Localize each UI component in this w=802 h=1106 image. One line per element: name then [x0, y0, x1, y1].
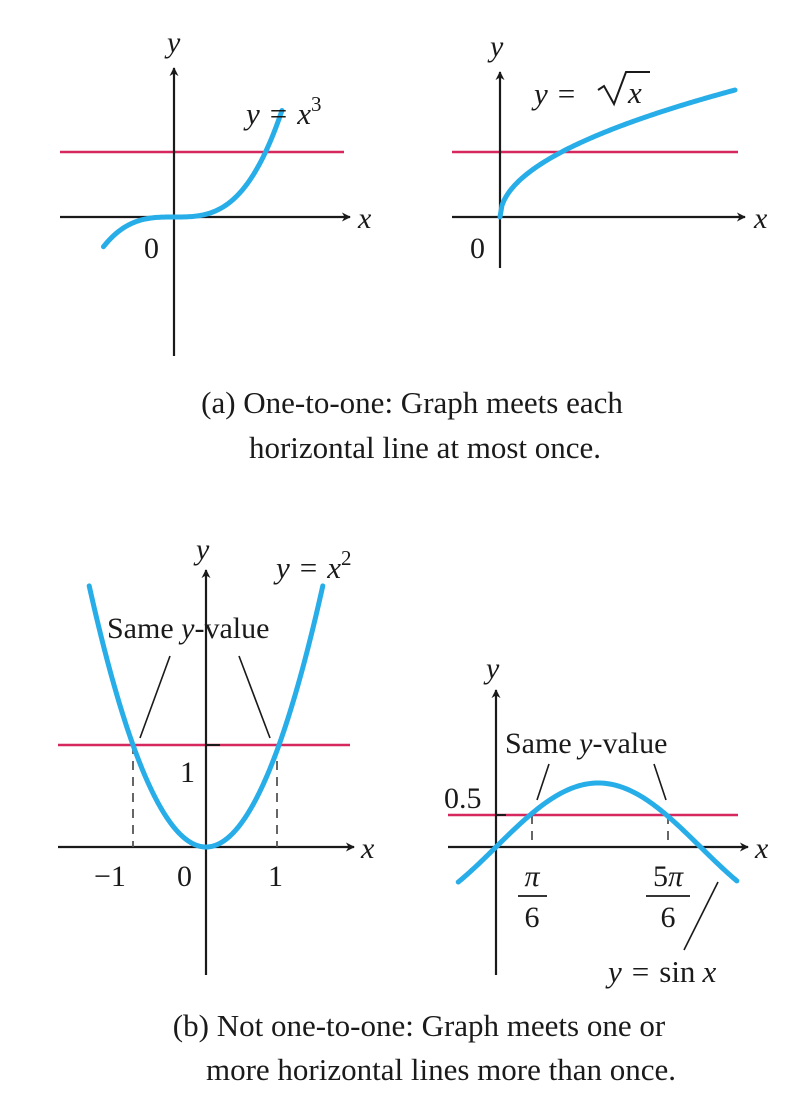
graph-square-root: x y 0 y= x [452, 30, 768, 268]
svg-text:6: 6 [661, 901, 676, 934]
curve-label: y=x2 [273, 546, 352, 585]
caption-b-line-2: more horizontal lines more than once. [206, 1052, 676, 1087]
y-tick-label: 0.5 [444, 782, 482, 815]
x-tick-label-zero: 0 [177, 860, 192, 893]
origin-label: 0 [144, 232, 159, 265]
y-tick-label: 1 [180, 756, 195, 789]
graph-cubic: x y 0 y=x3 [60, 26, 372, 356]
y-axis-label: y [193, 533, 210, 566]
x-axis-label: x [360, 832, 375, 865]
same-y-value-label: Same y-value [107, 612, 269, 645]
annotation-pointer [139, 655, 171, 739]
annotation-pointer [238, 655, 271, 739]
x-axis-label: x [753, 202, 768, 235]
curve-label: y= x [531, 71, 650, 111]
parabola-curve [86, 583, 326, 850]
y-axis-label: y [164, 26, 181, 59]
same-y-value-label: Same y-value [505, 727, 667, 760]
graph-parabola: Same y-value y=x2 x y 1 −1 0 1 [58, 533, 375, 975]
svg-text:π: π [524, 860, 540, 893]
x-tick-label-neg-one: −1 [94, 860, 126, 893]
y-axis-label: y [483, 652, 500, 685]
annotation-pointer [536, 763, 550, 801]
x-axis-label: x [754, 832, 769, 865]
cubic-curve [100, 107, 285, 250]
caption-b-line-1: (b) Not one-to-one: Graph meets one or [173, 1008, 666, 1043]
x-axis-label: x [357, 202, 372, 235]
svg-text:x: x [627, 75, 642, 110]
sine-curve [455, 780, 740, 885]
origin-label: 0 [470, 232, 485, 265]
svg-text:y=: y= [531, 76, 575, 111]
svg-text:6: 6 [525, 901, 540, 934]
x-tick-label-pi-over-6: π 6 [518, 860, 547, 934]
curve-label-pointer [683, 881, 719, 951]
curve-label: y=x3 [243, 92, 322, 131]
radical-sign [597, 71, 650, 107]
y-axis-label: y [487, 30, 504, 63]
caption-a-line-1: (a) One-to-one: Graph meets each [201, 385, 623, 420]
svg-text:5π: 5π [653, 860, 684, 893]
x-tick-label-one: 1 [268, 860, 283, 893]
annotation-pointer [653, 763, 667, 801]
caption-a-line-2: horizontal line at most once. [249, 430, 601, 465]
x-tick-label-5pi-over-6: 5π 6 [646, 860, 690, 934]
square-root-curve [497, 87, 738, 220]
